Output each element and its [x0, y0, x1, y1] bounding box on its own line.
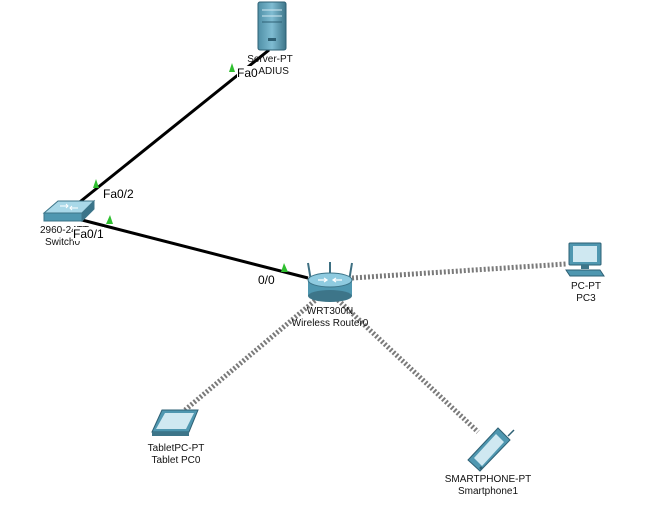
link-light-router-0-0 [281, 263, 288, 272]
link-server-switch[interactable] [75, 48, 270, 207]
server-label: Server-PT RADIUS [238, 54, 302, 78]
switch-label: 2960-24TT Switch0 [28, 225, 92, 249]
wireless-link-pc[interactable] [351, 261, 567, 281]
tablet-icon[interactable] [151, 409, 199, 436]
router-label: WRT300N Wireless Router0 [280, 306, 380, 330]
tablet-model: TabletPC-PT [147, 443, 205, 454]
link-light-switch-fa0-1 [106, 215, 113, 224]
pc-name: PC3 [576, 293, 596, 304]
port-label-server-fa0: Fa0 [237, 66, 258, 80]
pc-label: PC-PT PC3 [556, 281, 616, 305]
smartphone-icon[interactable] [467, 427, 515, 472]
port-label-switch-fa0-1: Fa0/1 [73, 227, 104, 241]
port-label-switch-fa0-2: Fa0/2 [103, 187, 134, 201]
router-name: Wireless Router0 [291, 318, 369, 329]
link-light-server-fa0 [229, 63, 235, 72]
server-name: RADIUS [251, 66, 289, 77]
pc-icon[interactable] [565, 242, 605, 277]
server-model: Server-PT [247, 54, 293, 65]
switch-model: 2960-24TT [40, 225, 89, 236]
link-switch-router[interactable] [81, 218, 309, 280]
port-label-router-0-0: 0/0 [258, 273, 275, 287]
wireless-link-tablet[interactable] [183, 296, 320, 412]
wireless-link-phone[interactable] [336, 298, 480, 434]
switch-name: Switch0 [45, 237, 81, 248]
tablet-label: TabletPC-PT Tablet PC0 [136, 443, 216, 467]
phone-model: SMARTPHONE-PT [444, 474, 532, 485]
router-model: WRT300N [306, 306, 354, 317]
server-icon[interactable] [257, 1, 287, 51]
wireless-router-icon[interactable] [307, 262, 353, 302]
tablet-name: Tablet PC0 [151, 455, 201, 466]
phone-label: SMARTPHONE-PT Smartphone1 [436, 474, 540, 498]
phone-name: Smartphone1 [457, 486, 519, 497]
link-lights [93, 63, 288, 272]
wireless-links [183, 261, 567, 434]
link-light-switch-fa0-2 [93, 179, 99, 188]
pc-model: PC-PT [571, 281, 601, 292]
switch-icon[interactable] [42, 199, 96, 223]
